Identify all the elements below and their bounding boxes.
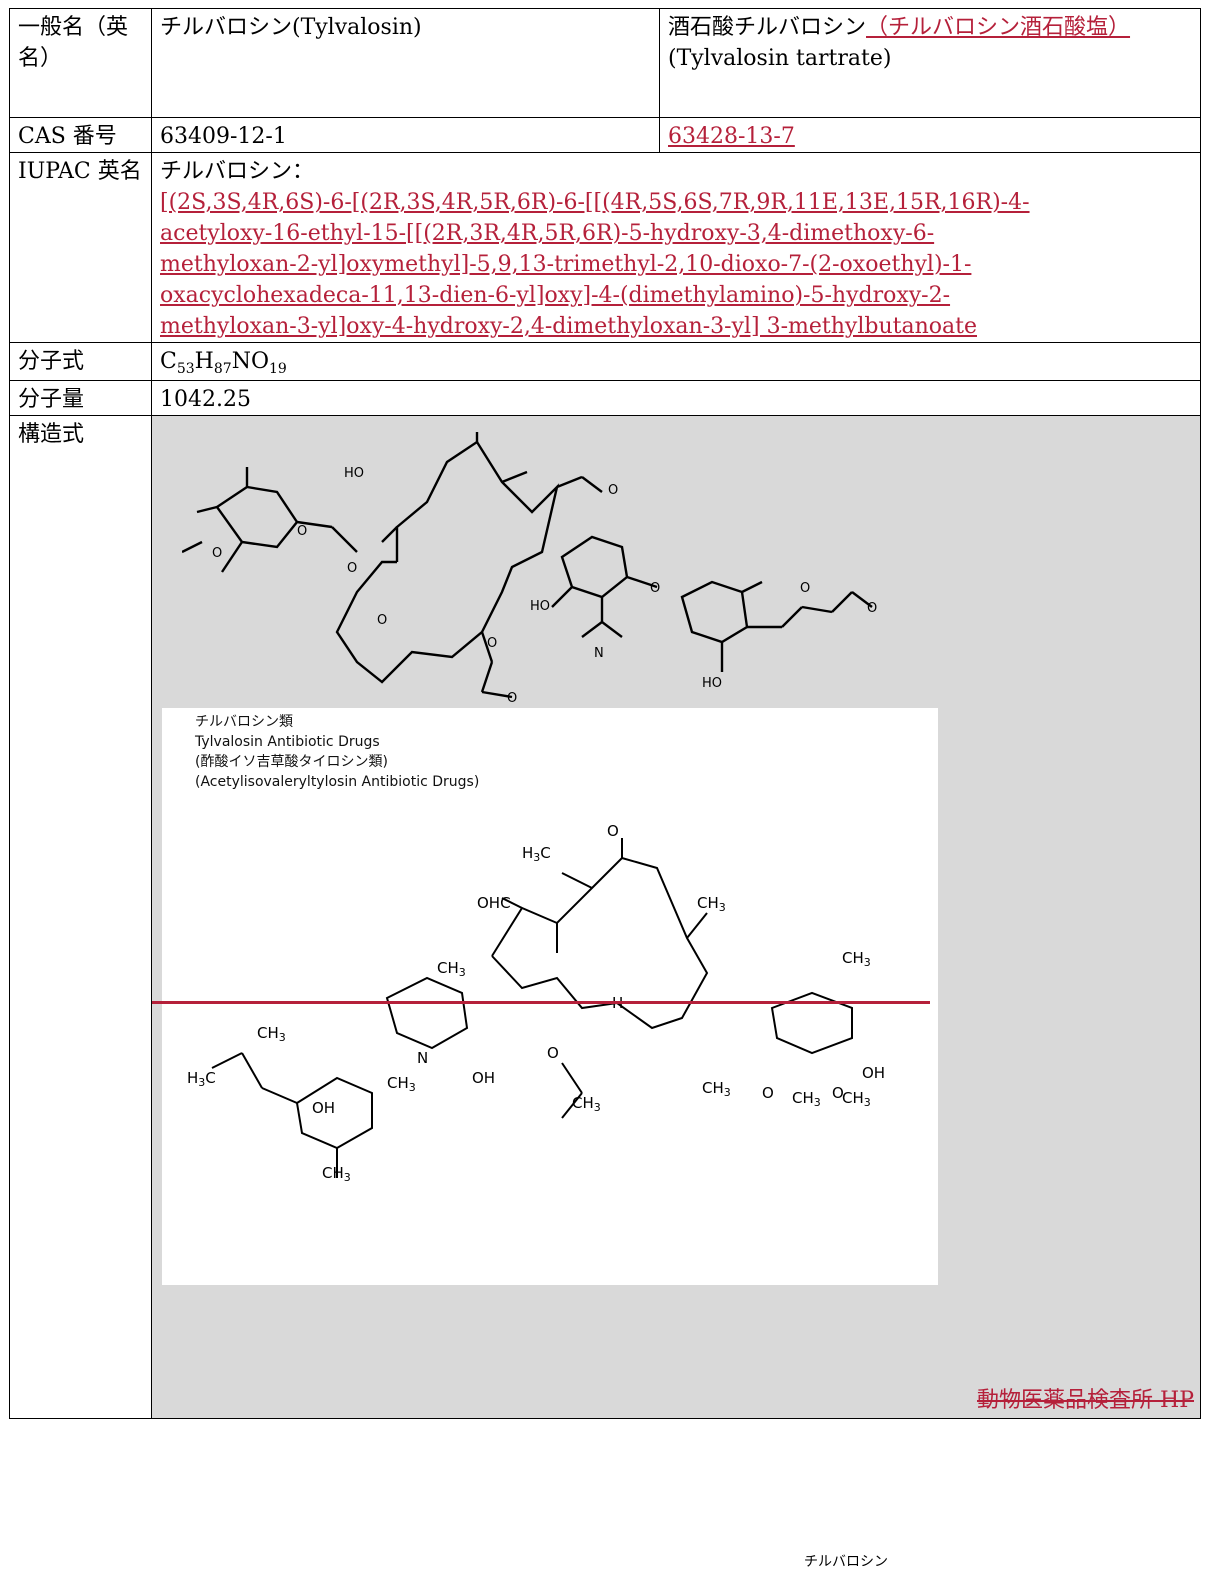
cas-value: 63409-12-1 [151,117,660,153]
svg-text:OH: OH [312,1099,335,1117]
panel-subtitle-ja: (酢酸イソ吉草酸タイロシン類) [195,754,388,770]
structure-diagram-scanned: O H3C OHC CH3 CH3 CH3 H O CH3 N CH3 CH3 … [187,822,885,1184]
label-generic-name: 一般名（英名） [9,8,152,118]
row-cas: CAS 番号 63409-12-1 63428-13-7 [9,117,1201,153]
label-cas: CAS 番号 [9,117,152,153]
svg-text:CH3: CH3 [697,894,726,914]
svg-text:CH3: CH3 [257,1024,286,1044]
label-formula: 分子式 [9,342,152,381]
svg-text:H3C: H3C [187,1069,216,1089]
tartrate-english: (Tylvalosin tartrate) [668,46,892,71]
cas-tartrate-cell: 63428-13-7 [659,117,1201,153]
svg-text:CH3: CH3 [322,1164,351,1184]
svg-text:CH3: CH3 [387,1074,416,1094]
red-rule-middle [152,1001,930,1004]
iupac-cell: チルバロシン： [(2S,3S,4R,6S)-6-[(2R,3S,4R,5R,6… [151,152,1201,343]
weight-value: 1042.25 [151,380,1201,416]
svg-text:CH3: CH3 [792,1089,821,1109]
svg-text:O: O [467,432,477,434]
svg-text:CH3: CH3 [842,1089,871,1109]
svg-text:O: O [832,1084,844,1102]
iupac-line[interactable]: [(2S,3S,4R,6S)-6-[(2R,3S,4R,5R,6R)-6-[[(… [160,190,1030,215]
svg-text:H3C: H3C [522,844,551,864]
iupac-line[interactable]: acetyloxy-16-ethyl-15-[[(2R,3R,4R,5R,6R)… [160,221,935,246]
row-iupac: IUPAC 英名 チルバロシン： [(2S,3S,4R,6S)-6-[(2R,3… [9,152,1201,343]
svg-text:O: O [608,483,618,498]
row-formula: 分子式 C53H87NO19 [9,342,1201,381]
cas-tartrate-link[interactable]: 63428-13-7 [668,124,795,149]
tartrate-name: 酒石酸チルバロシン [668,15,867,40]
generic-name-value: チルバロシン(Tylvalosin) [151,8,660,118]
tartrate-salt-link[interactable]: （チルバロシン酒石酸塩） [866,15,1131,40]
svg-text:N: N [594,646,604,661]
iupac-line[interactable]: methyloxan-2-yl]oxymethyl]-5,9,13-trimet… [160,252,972,277]
svg-text:O: O [650,581,660,596]
svg-text:O: O [800,581,810,596]
svg-text:HO: HO [530,599,550,614]
svg-text:O: O [297,524,307,539]
svg-text:OH: OH [472,1069,495,1087]
svg-text:O: O [547,1044,559,1062]
svg-text:O: O [377,613,387,628]
iupac-line[interactable]: oxacyclohexadeca-11,13-dien-6-yl]oxy]-4-… [160,283,951,308]
formula-value: C53H87NO19 [151,342,1201,381]
label-weight: 分子量 [9,380,152,416]
svg-text:O: O [762,1084,774,1102]
iupac-intro: チルバロシン： [160,159,315,184]
iupac-line[interactable]: methyloxan-3-yl]oxy-4-hydroxy-2,4-dimeth… [160,314,977,339]
label-iupac: IUPAC 英名 [9,152,152,343]
svg-text:O: O [607,822,619,840]
svg-text:O: O [347,561,357,576]
svg-text:CH3: CH3 [842,949,871,969]
scanned-structure-panel: チルバロシン類 Tylvalosin Antibiotic Drugs (酢酸イ… [162,708,938,1570]
structure-cell: O HO O O O O O HO N O O O HO O O [151,415,1201,1570]
row-generic-name: 一般名（英名） チルバロシン(Tylvalosin) 酒石酸チルバロシン（チルバ… [9,8,1201,118]
panel-caption: チルバロシン [804,1554,888,1570]
row-structure: 構造式 [9,415,1201,1570]
svg-text:O: O [212,546,222,561]
svg-text:N: N [417,1049,428,1067]
structure-diagram-skeletal: O HO O O O O O HO N O O O HO O O [182,432,877,706]
label-structure: 構造式 [9,415,152,1419]
row-weight: 分子量 1042.25 [9,380,1201,416]
source-link[interactable]: 動物医薬品検査所 HP [977,1388,1194,1413]
panel-subtitle-en: Tylvalosin Antibiotic Drugs [195,734,380,750]
svg-text:O: O [487,636,497,651]
svg-text:OHC: OHC [477,894,511,912]
panel-subtitle-en2: (Acetylisovaleryltylosin Antibiotic Drug… [195,774,480,790]
panel-title: チルバロシン類 [195,714,293,730]
tartrate-name-cell: 酒石酸チルバロシン（チルバロシン酒石酸塩） (Tylvalosin tartra… [659,8,1201,118]
svg-text:OH: OH [862,1064,885,1082]
svg-text:CH3: CH3 [702,1079,731,1099]
svg-text:O: O [507,691,517,706]
svg-text:CH3: CH3 [572,1094,601,1114]
drug-info-table: 一般名（英名） チルバロシン(Tylvalosin) 酒石酸チルバロシン（チルバ… [9,8,1201,1570]
svg-text:O: O [867,601,877,616]
svg-text:HO: HO [344,466,364,481]
svg-text:CH3: CH3 [437,959,466,979]
svg-text:HO: HO [702,676,722,691]
